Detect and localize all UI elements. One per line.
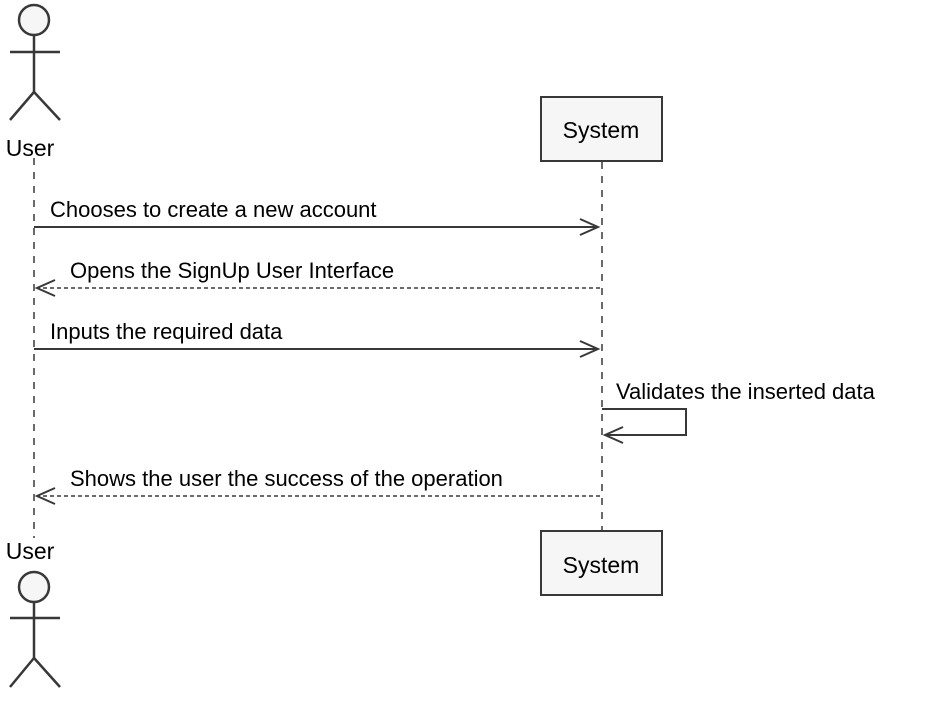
actor-left-leg xyxy=(9,657,35,688)
message-label: Shows the user the success of the operat… xyxy=(70,466,503,491)
system-box-bottom xyxy=(540,530,663,596)
user-label-bottom: User xyxy=(6,538,55,564)
message-label: Opens the SignUp User Interface xyxy=(70,258,394,283)
actor-left-leg xyxy=(9,91,35,121)
actor-right-leg xyxy=(33,657,61,688)
actor-head xyxy=(17,570,51,604)
actor-right-leg xyxy=(33,91,61,121)
system-label-bottom: System xyxy=(563,552,640,578)
user-label-top: User xyxy=(6,135,55,161)
message-label: Inputs the required data xyxy=(50,319,283,344)
user-actor-top xyxy=(9,3,61,121)
self-message-arrow xyxy=(602,408,687,444)
system-box-top xyxy=(540,96,663,162)
system-label-top: System xyxy=(563,117,640,143)
actor-head xyxy=(17,3,51,37)
user-actor-bottom xyxy=(9,570,61,688)
message-label: Chooses to create a new account xyxy=(50,197,377,222)
message-label: Validates the inserted data xyxy=(616,379,876,404)
